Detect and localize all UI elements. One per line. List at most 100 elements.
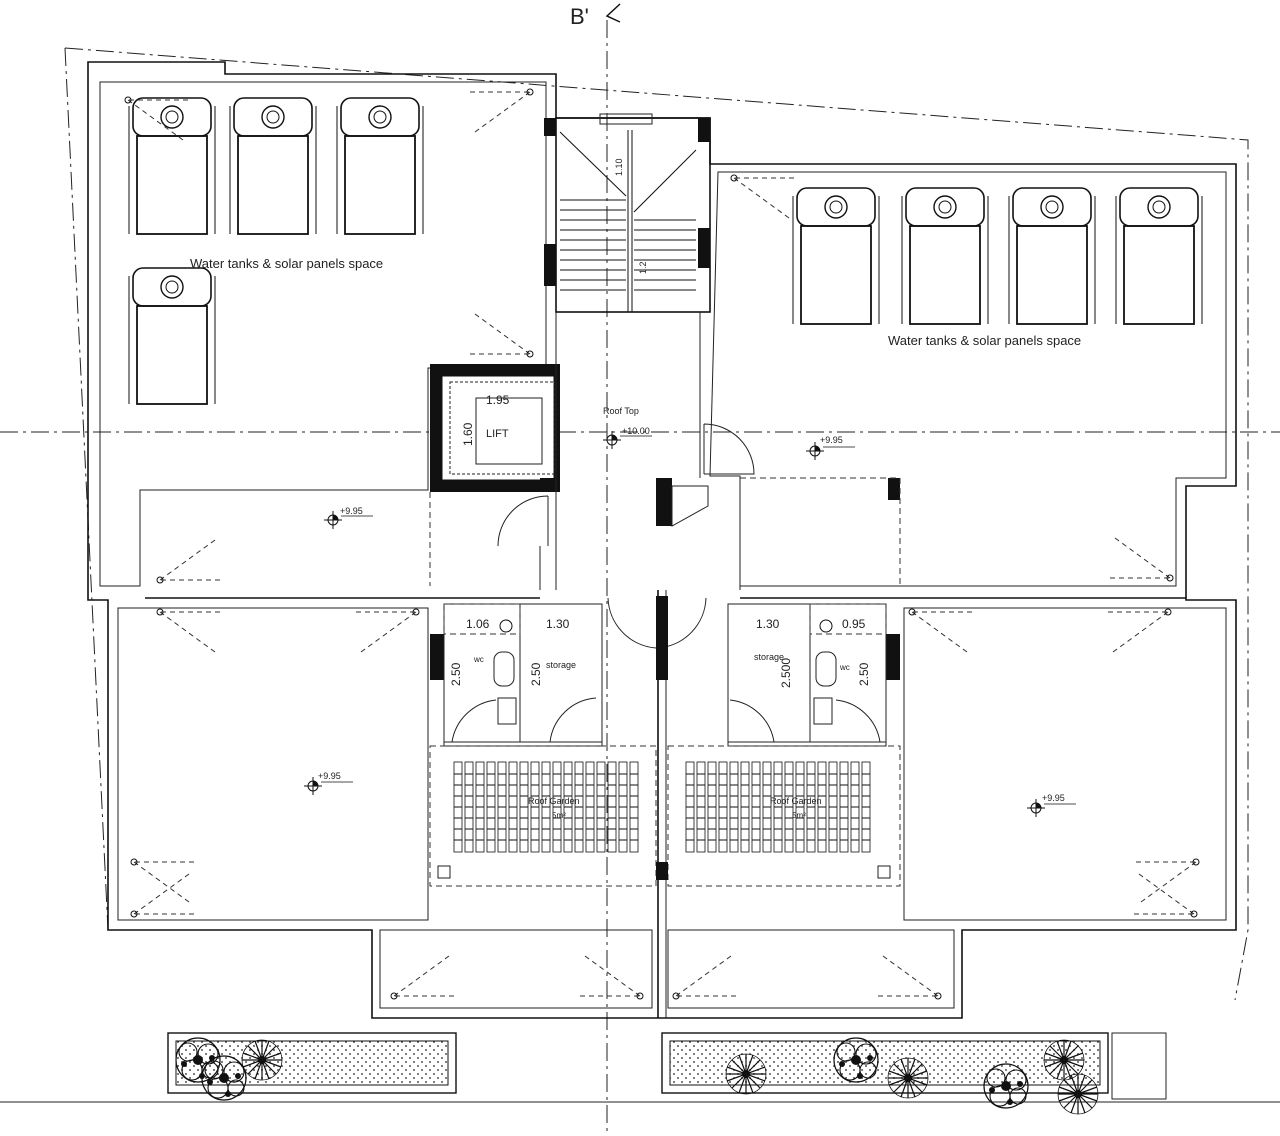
right-wc-width: 0.95	[842, 617, 866, 631]
water-tank-icon	[901, 187, 989, 325]
lift-door-frame	[540, 478, 556, 492]
stair-wall-right-2	[698, 228, 710, 268]
parapet-inner	[99, 81, 547, 587]
pillar-right	[888, 478, 900, 500]
left-shower-drain-icon	[499, 619, 513, 633]
left-shower	[443, 603, 521, 635]
stair-dim-1: 1.10	[614, 158, 624, 176]
lift-width: 1.95	[486, 393, 510, 407]
left-storage-width: 1.30	[546, 617, 570, 631]
roof-drain-icon	[469, 313, 534, 358]
roof-garden-right-sub: 5m²	[792, 811, 806, 820]
left-storage-label: storage	[546, 660, 576, 670]
core-wall-block	[656, 478, 672, 526]
dashed-frame-right	[740, 477, 901, 586]
roof-garden-left-frame	[429, 745, 657, 887]
roof-garden-left-label: Roof Garden	[528, 796, 580, 806]
water-tank-icon	[128, 267, 216, 405]
palm-icon	[1057, 1073, 1099, 1115]
water-tank-icon	[792, 187, 880, 325]
level-label-1: +9.95	[340, 506, 363, 516]
right-basin-icon	[813, 697, 833, 725]
left-wc-label: wc	[473, 655, 484, 664]
palm-icon	[241, 1039, 283, 1081]
core-wall-block-outline	[671, 485, 709, 527]
right-wc-depth: 2.50	[857, 662, 871, 686]
roof-drain-icon	[156, 608, 221, 653]
roof-drain-icon	[469, 88, 534, 133]
roof-drain-icon	[130, 858, 195, 903]
left-storage-depth: 2.50	[529, 662, 543, 686]
level-label-2: +9.95	[820, 435, 843, 445]
door-swing-core-left	[497, 495, 549, 547]
parapet-lower-left	[117, 607, 429, 921]
stair-core	[555, 117, 711, 313]
right-toilet-icon	[815, 651, 837, 687]
stair-treads	[559, 130, 697, 312]
water-tanks-left	[128, 97, 424, 405]
lift-cabin	[449, 381, 555, 475]
stair-winder	[633, 149, 697, 213]
lift-shaft	[441, 375, 555, 481]
right-shower	[809, 603, 887, 635]
water-tank-icon	[128, 97, 216, 235]
section-marker: B'	[570, 4, 589, 29]
building-outline	[87, 61, 1237, 1019]
roof-drain-icon	[1107, 608, 1172, 653]
right-storage-label: storage	[754, 652, 784, 662]
roof-drain-icon	[390, 955, 455, 1000]
roof-garden-left-slats	[453, 761, 639, 853]
stair-wall-left	[544, 118, 556, 136]
roof-drain-icon	[1133, 873, 1198, 918]
door-swing-core-right	[703, 423, 755, 475]
water-tank-icon	[229, 97, 317, 235]
stair-wall-left-2	[544, 244, 556, 286]
parapet-lower-right	[903, 607, 1227, 921]
left-wc-door	[451, 699, 497, 743]
section-arrow-icon	[605, 3, 621, 23]
roof-drain-icon	[130, 873, 195, 918]
lift-depth: 1.60	[461, 422, 475, 446]
stair-skylight	[599, 113, 653, 125]
stair-wall-right	[698, 118, 710, 142]
roof-top-label: Roof Top	[603, 406, 639, 416]
level-label-3: +9.95	[318, 771, 341, 781]
planter-right	[661, 1032, 1109, 1094]
right-storage-door	[729, 699, 775, 743]
lift-label: LIFT	[486, 428, 509, 440]
right-wc-door	[835, 699, 881, 743]
core-corridor	[539, 312, 741, 590]
parapet-front-right	[667, 929, 955, 1009]
right-shower-drain-icon	[819, 619, 833, 633]
lift-cabin-inner	[475, 397, 543, 465]
right-wc-label: wc	[839, 663, 850, 672]
garden-post-2	[877, 865, 891, 879]
left-storage	[519, 603, 603, 743]
roof-garden-right-frame	[667, 745, 901, 887]
planter-left	[167, 1032, 457, 1094]
roof-drain-icon	[156, 539, 221, 584]
roof-garden-left-sub: 5m²	[552, 811, 566, 820]
right-wc	[809, 603, 887, 743]
roof-drain-icon	[908, 608, 973, 653]
roof-garden-right-slats	[685, 761, 871, 853]
parapet-inner-right	[709, 171, 1227, 587]
left-unit-wall	[430, 634, 444, 680]
right-unit-wall	[886, 634, 900, 680]
left-wc-width: 1.06	[466, 617, 490, 631]
stair-winder	[559, 131, 627, 197]
right-storage-depth: 2.500	[779, 658, 793, 688]
palm-icon	[887, 1057, 929, 1099]
area-label-right: Water tanks & solar panels space	[888, 333, 1081, 348]
property-boundary	[64, 47, 1249, 1001]
roof-top-level: +10.00	[622, 426, 650, 436]
roof-garden-right-label: Roof Garden	[770, 796, 822, 806]
roof-drain-icon	[1135, 858, 1200, 903]
garden-post-3	[656, 862, 668, 880]
parapet-front-left	[379, 929, 653, 1009]
boundary-wall-end	[1111, 1032, 1167, 1100]
palm-icon	[725, 1053, 767, 1095]
water-tank-icon	[1008, 187, 1096, 325]
roof-drain-icon	[877, 955, 942, 1000]
